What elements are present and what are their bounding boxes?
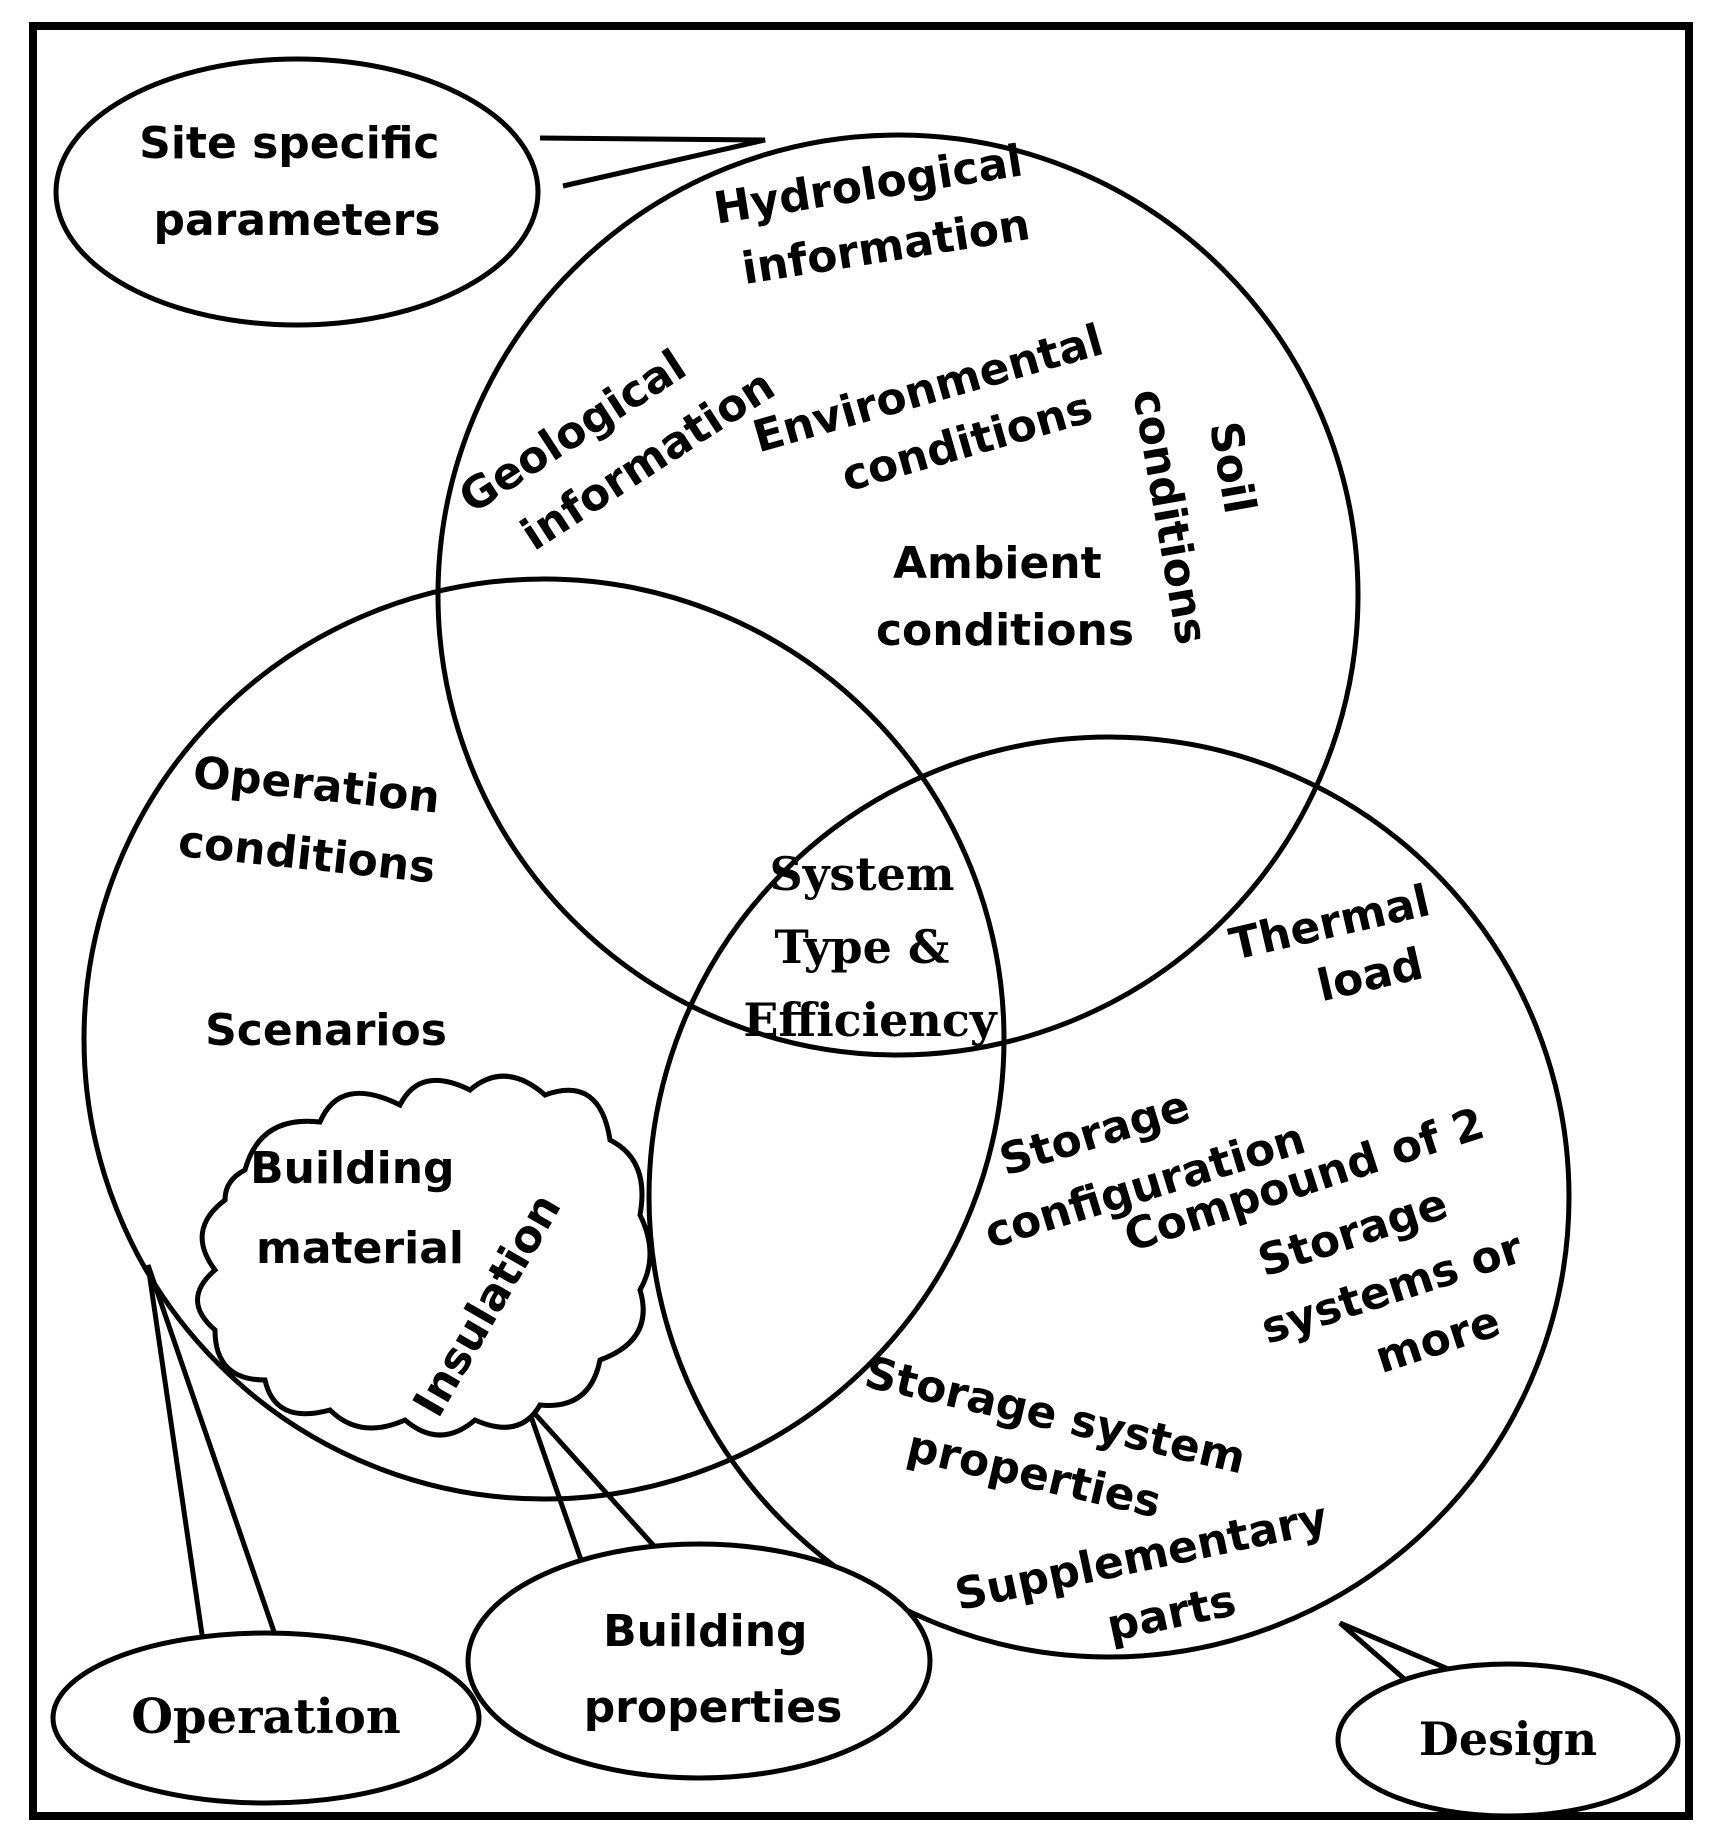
supplementary-line-2: parts [1102, 1575, 1240, 1652]
building-properties-callout: Building properties [465, 1403, 933, 1781]
building-properties-line-2: properties [584, 1682, 843, 1733]
outer-frame [29, 22, 1693, 1820]
svg-text:Operation conditions: Operation conditions [176, 746, 458, 895]
svg-text:Building properties: Building properties [584, 1606, 843, 1733]
svg-text:System Type & Efficien: System Type & Efficiency [743, 847, 997, 1047]
building-material-line-1: Building [250, 1143, 454, 1194]
soil-line-2: conditions [1122, 385, 1217, 648]
ambient-line-2: conditions [876, 605, 1134, 656]
operation-conditions-line-1: Operation [191, 747, 443, 824]
building-material-cloud [195, 1073, 653, 1438]
site-specific-line-1: Site specific [139, 118, 439, 169]
center-line-2: Type & [775, 920, 950, 974]
design-circle [646, 734, 1572, 1660]
scenarios-label: Scenarios [205, 1005, 447, 1056]
thermal-load-line-2: load [1313, 939, 1428, 1013]
center-line-3: Efficiency [743, 993, 997, 1047]
operation-circle [81, 576, 1007, 1502]
svg-text:Soil conditions: Soil conditions [1122, 373, 1286, 648]
svg-text:Ambient conditions: Ambient conditions [876, 538, 1134, 656]
ambient-line-1: Ambient [893, 538, 1102, 589]
design-callout: Design [1335, 1620, 1681, 1819]
building-properties-line-1: Building [603, 1606, 807, 1657]
operation-callout: Operation [50, 1264, 482, 1806]
svg-text:Geological information: Geological information [450, 305, 784, 578]
building-material-line-2: material [256, 1223, 464, 1274]
svg-text:Environmental conditions: Environmental conditions [747, 310, 1140, 522]
design-callout-label: Design [1419, 1712, 1597, 1766]
center-line-1: System [769, 847, 954, 901]
svg-text:Site specific parameters: Site specific parameters [139, 118, 455, 246]
svg-text:Thermal load: Thermal load [1225, 872, 1463, 1029]
site-parameters-circle [435, 132, 1361, 1058]
soil-line-1: Soil [1199, 418, 1265, 518]
operation-conditions-line-2: conditions [176, 816, 438, 894]
site-specific-callout: Site specific parameters [53, 56, 766, 328]
site-specific-line-2: parameters [153, 195, 440, 246]
svg-text:Building material: Building material [250, 1143, 470, 1274]
operation-callout-label: Operation [131, 1689, 401, 1745]
